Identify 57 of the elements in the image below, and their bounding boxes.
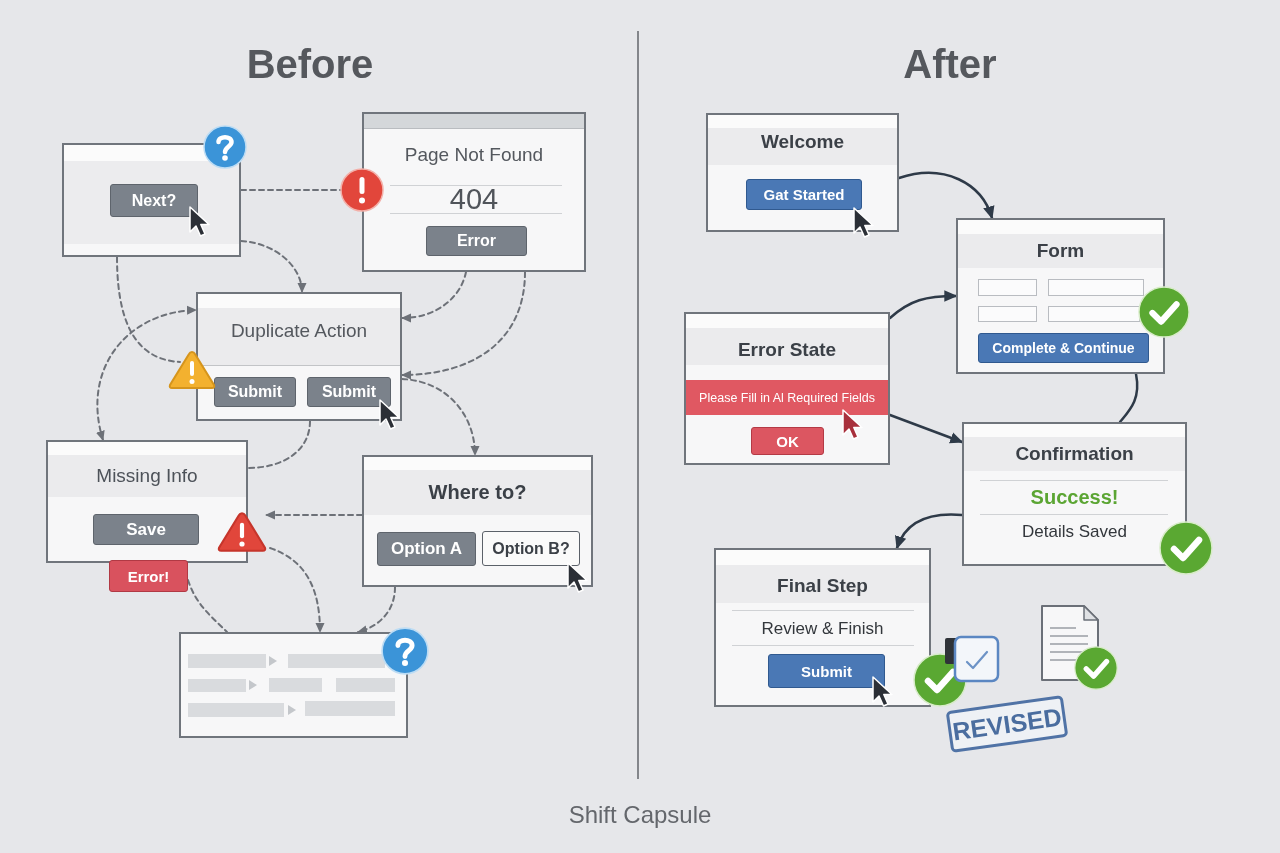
- error-banner: Please Fill in Al Required Fields: [686, 380, 888, 415]
- error-badge: Error!: [109, 560, 188, 592]
- window-title: Confirmation: [1015, 443, 1134, 465]
- action-button: Save: [93, 514, 199, 545]
- window-title: Page Not Found: [404, 144, 544, 166]
- dashed-connector-line: [187, 579, 228, 633]
- message-text: Review & Finish: [761, 619, 884, 639]
- dashed-arrow: [269, 547, 325, 633]
- stamp: REVISED: [945, 695, 1069, 753]
- action-button: Submit: [307, 377, 391, 407]
- action-button: Complete & Continue: [978, 333, 1149, 363]
- error-dialog: [684, 312, 890, 465]
- window-title: Form: [1036, 240, 1085, 262]
- action-button: Error: [426, 226, 527, 256]
- action-button: OK: [751, 427, 824, 455]
- caption: Shift Capsule: [568, 800, 712, 830]
- dashed-connector-line: [247, 420, 311, 469]
- dashed-arrow: [357, 586, 396, 634]
- action-button: Gat Started: [746, 179, 862, 210]
- window-title: Final Step: [777, 575, 868, 597]
- arrow: [888, 413, 964, 444]
- screen-window: [962, 422, 1187, 566]
- screen-window: [62, 143, 241, 257]
- action-button: Submit: [768, 654, 885, 688]
- dashed-arrow: [96, 306, 197, 441]
- section-heading: Before: [246, 41, 374, 87]
- action-button: Next?: [110, 184, 198, 217]
- dashed-arrow: [240, 240, 306, 293]
- message-text: Details Saved: [1022, 522, 1127, 542]
- dashed-arrow: [265, 510, 363, 520]
- list-window: [179, 632, 408, 738]
- arrow: [895, 513, 964, 550]
- connector-line: [1118, 372, 1139, 424]
- dashed-arrow: [401, 378, 479, 456]
- screen-window: [706, 113, 899, 232]
- screen-window: [196, 292, 402, 421]
- form-window: [956, 218, 1165, 374]
- section-heading: After: [903, 41, 997, 87]
- dashed-arrow: [401, 271, 526, 380]
- action-button: Submit: [214, 377, 296, 407]
- window-title: Where to?: [428, 480, 527, 504]
- error-page-window: [362, 112, 586, 272]
- arrow: [897, 171, 994, 220]
- screen-window: [362, 455, 593, 587]
- window-title: Missing Info: [96, 465, 198, 487]
- arrow: [888, 290, 958, 320]
- window-title: Duplicate Action: [230, 320, 368, 342]
- window-title: Welcome: [760, 131, 845, 153]
- error-code: 404: [449, 183, 499, 217]
- option-bubble: Option B?: [482, 531, 580, 566]
- screen-window: [46, 440, 248, 563]
- dashed-connector-line: [116, 256, 181, 363]
- action-button: Option A: [377, 532, 476, 566]
- status-text: Success!: [1030, 485, 1119, 509]
- dashed-arrow: [401, 271, 467, 323]
- screen-window: [714, 548, 931, 707]
- window-title: Error State: [737, 339, 837, 361]
